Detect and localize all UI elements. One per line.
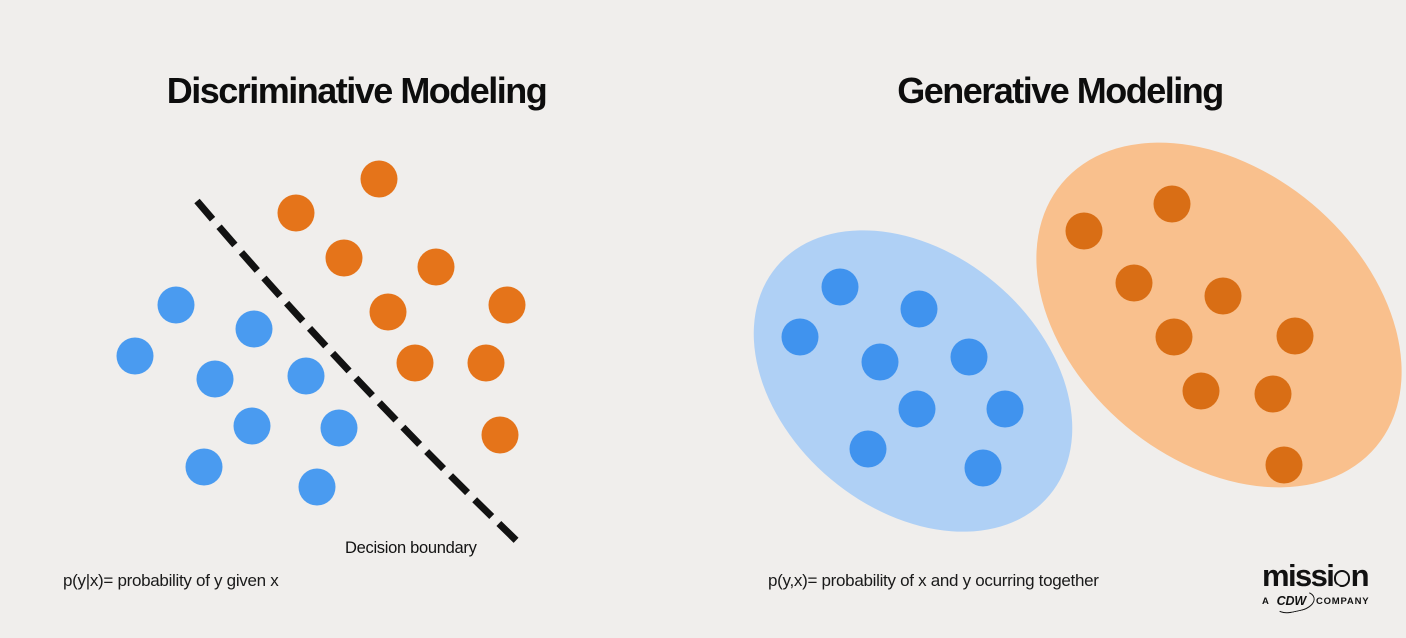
blue-data-point [235, 310, 273, 348]
conditional-probability-formula: p(y|x)= probability of y given x [63, 571, 279, 590]
orange-data-point [360, 160, 398, 198]
orange-class-distribution-point [1182, 372, 1220, 410]
orange-class-distribution-ellipse [1036, 142, 1402, 488]
orange-class-distribution-point [1065, 212, 1103, 250]
generative-clusters-group [753, 142, 1402, 532]
blue-class-distribution-point [986, 390, 1024, 428]
decision-boundary-label: Decision boundary [345, 539, 477, 557]
blue-data-point [185, 448, 223, 486]
mission-wordmark-end: n [1350, 558, 1370, 593]
tagline-company: COMPANY [1315, 596, 1370, 607]
cdw-company-tagline: A CDW COMPANY [1262, 594, 1382, 609]
orange-data-point [467, 344, 505, 382]
tagline-a: A [1262, 596, 1270, 607]
blue-data-point [157, 286, 195, 324]
blue-data-point [116, 337, 154, 375]
generative-title: Generative Modeling [897, 70, 1224, 111]
orange-data-point [481, 416, 519, 454]
orange-data-point [325, 239, 363, 277]
blue-data-point [287, 357, 325, 395]
blue-class-distribution-point [849, 430, 887, 468]
orange-class-distribution-point [1115, 264, 1153, 302]
decision-boundary-line [194, 198, 526, 550]
blue-data-point [320, 409, 358, 447]
discriminative-scatter-group [116, 160, 526, 550]
blue-data-point [233, 407, 271, 445]
blue-class-distribution-point [861, 343, 899, 381]
orange-data-point [369, 293, 407, 331]
orange-data-point [396, 344, 434, 382]
blue-data-point [298, 468, 336, 506]
blue-class-distribution-point [781, 318, 819, 356]
discriminative-title: Discriminative Modeling [166, 70, 548, 111]
blue-class-distribution-point [898, 390, 936, 428]
blue-class-distribution-point [964, 449, 1002, 487]
orange-data-point [417, 248, 455, 286]
mission-wordmark-start: missi [1262, 558, 1335, 593]
blue-class-distribution-point [821, 268, 859, 306]
orange-class-distribution-point [1254, 375, 1292, 413]
cdw-logo: CDW [1276, 594, 1310, 609]
orange-class-distribution-point [1153, 185, 1191, 223]
orange-class-distribution-point [1204, 277, 1242, 315]
mission-o-ring-icon [1333, 570, 1351, 587]
blue-class-distribution-point [900, 290, 938, 328]
blue-class-distribution-point [950, 338, 988, 376]
joint-probability-formula: p(y,x)= probability of x and y ocurring … [768, 571, 1099, 590]
orange-class-distribution-point [1276, 317, 1314, 355]
orange-data-point [277, 194, 315, 232]
orange-class-distribution-point [1155, 318, 1193, 356]
orange-class-distribution-point [1265, 446, 1303, 484]
orange-data-point [488, 286, 526, 324]
blue-data-point [196, 360, 234, 398]
